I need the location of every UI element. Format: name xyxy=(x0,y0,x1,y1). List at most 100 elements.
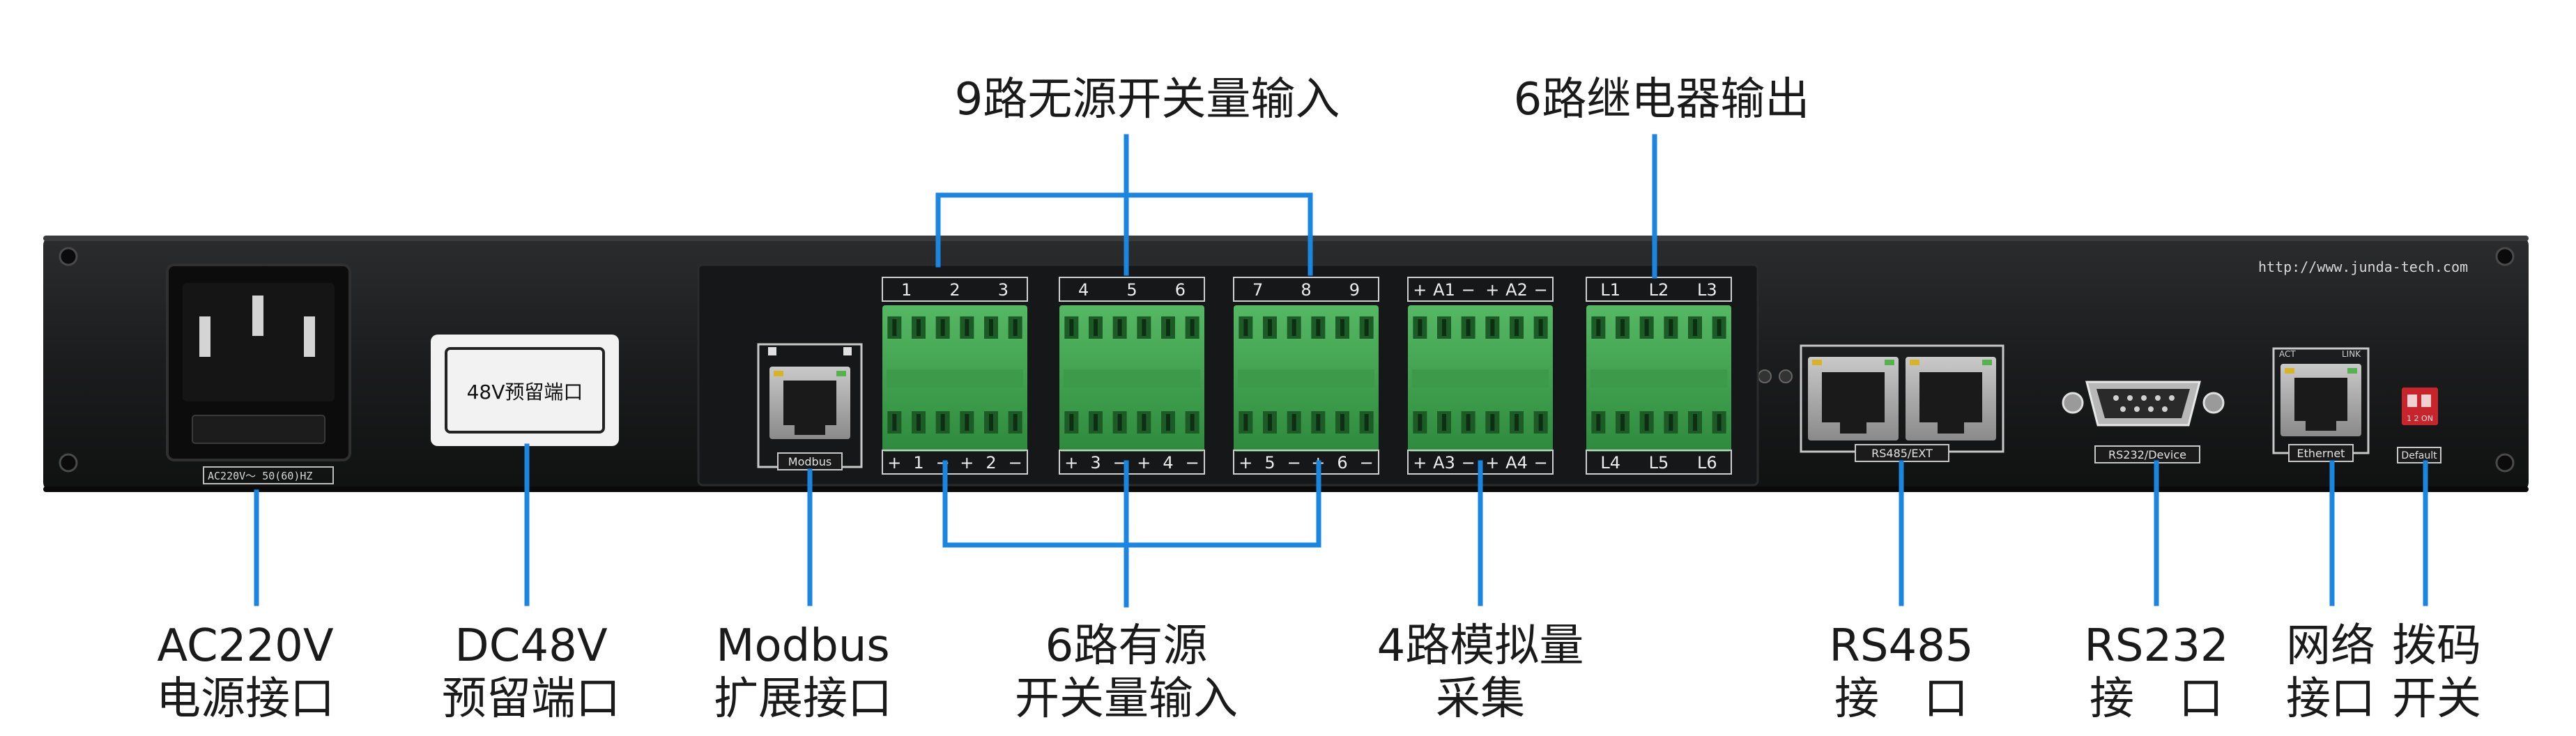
terminal-screw-slot xyxy=(940,319,945,336)
label-analog-l1: 4路模拟量 xyxy=(1377,620,1584,672)
terminal-screw-slot xyxy=(1693,414,1697,431)
terminal-label-frame xyxy=(882,277,1028,302)
ac-pin xyxy=(199,316,210,357)
terminal-screw-slot xyxy=(1316,414,1321,431)
label-rs485-l1: RS485 xyxy=(1829,620,1973,672)
terminal-label: A2 xyxy=(1505,280,1528,300)
dip-switch-text: 1 2 ON xyxy=(2407,414,2433,423)
label-modbus-l2: 扩展接口 xyxy=(714,673,892,725)
terminal-screw-slot xyxy=(1442,319,1446,336)
terminal-screw-slot xyxy=(1291,414,1296,431)
terminal-label: + xyxy=(1137,453,1151,473)
terminal-label: L1 xyxy=(1600,280,1620,300)
terminal-screw-slot xyxy=(892,319,897,336)
ac-rating-label: AC220V～ 50(60)HZ xyxy=(208,470,312,482)
terminal-label: 6 xyxy=(1175,280,1186,300)
terminal-label-frame xyxy=(1586,277,1732,302)
terminal-label: A1 xyxy=(1433,280,1455,300)
screw-hole xyxy=(59,247,78,266)
led-icon xyxy=(843,347,852,355)
label-dc48v-l1: DC48V xyxy=(454,620,607,672)
terminal-label: + xyxy=(1239,453,1252,473)
terminal-label: A4 xyxy=(1505,453,1528,473)
terminal-screw-slot xyxy=(1013,319,1018,336)
dip-switch-label: Default xyxy=(2401,450,2437,461)
terminal-screw-slot xyxy=(1094,319,1098,336)
terminal-screw-slot xyxy=(1596,414,1601,431)
terminal-screw-slot xyxy=(1644,414,1649,431)
label-network-l1: 网络 xyxy=(2286,620,2375,672)
leader-lines xyxy=(254,134,2428,608)
modbus-port-label: Modbus xyxy=(788,455,831,468)
label-rs232-l2: 接 口 xyxy=(2090,673,2223,725)
terminal-screw-slot xyxy=(1243,414,1248,431)
terminal-screw-slot xyxy=(1515,319,1519,336)
terminal-screw-slot xyxy=(1490,319,1495,336)
terminal-label: + xyxy=(887,453,901,473)
terminal-screw-slot xyxy=(1620,319,1625,336)
terminal-label: 4 xyxy=(1163,453,1173,473)
ethernet-port-label: Ethernet xyxy=(2297,447,2345,460)
terminal-label: − xyxy=(1009,453,1022,473)
dc48v-sticker-text: 48V预留端口 xyxy=(467,381,583,404)
terminal-screw-slot xyxy=(917,319,921,336)
terminal-divider xyxy=(1590,369,1727,388)
terminal-screw-slot xyxy=(1538,319,1543,336)
terminal-label-frame xyxy=(1233,450,1379,475)
terminal-screw-slot xyxy=(1268,414,1272,431)
terminal-screw-slot xyxy=(1316,319,1321,336)
terminal-screw-slot xyxy=(940,414,945,431)
terminal-screw-slot xyxy=(1117,414,1122,431)
label-passive-inputs: 9路无源开关量输入 xyxy=(955,74,1340,125)
terminal-screw-slots xyxy=(887,316,1727,434)
label-relay-outputs: 6路继电器输出 xyxy=(1514,74,1810,125)
terminal-label: + xyxy=(1485,453,1499,473)
terminal-label-frame xyxy=(1233,277,1379,302)
led-icon xyxy=(768,347,776,355)
terminal-label: 2 xyxy=(986,453,996,473)
terminal-label: − xyxy=(1534,280,1548,300)
terminal-label: L6 xyxy=(1697,453,1717,473)
label-dip-l1: 拨码 xyxy=(2392,620,2481,672)
terminal-divider xyxy=(1238,369,1374,388)
terminal-screw-slot xyxy=(1340,319,1344,336)
led-act-label: ACT xyxy=(2279,349,2296,359)
label-dip-l2: 开关 xyxy=(2392,673,2481,725)
bottom-labels: AC220V 电源接口 DC48V 预留端口 Modbus 扩展接口 6路有源 … xyxy=(156,620,2481,725)
label-modbus-l1: Modbus xyxy=(716,620,890,672)
terminal-label: − xyxy=(1186,453,1199,473)
terminal-divider xyxy=(1064,369,1200,388)
terminal-label: + xyxy=(1413,280,1427,300)
modbus-port: Modbus xyxy=(757,343,863,470)
terminal-screw-slot xyxy=(1364,319,1369,336)
terminal-screw-slot xyxy=(1418,414,1423,431)
terminal-screw-slot xyxy=(917,414,921,431)
terminal-label: L5 xyxy=(1649,453,1669,473)
rs232-port-label: RS232/Device xyxy=(2108,448,2186,461)
label-active-inputs-l2: 开关量输入 xyxy=(1015,673,1238,725)
terminal-label: 9 xyxy=(1349,280,1360,300)
rs485-port-label: RS485/EXT xyxy=(1871,447,1933,460)
terminal-label-frame xyxy=(1586,450,1732,475)
dc48v-reserved-port: 48V预留端口 xyxy=(431,335,619,446)
terminal-screw-slot xyxy=(1166,414,1170,431)
terminal-screw-slot xyxy=(1094,414,1098,431)
terminal-label: − xyxy=(1462,453,1475,473)
screw-icon xyxy=(1758,369,1772,383)
terminal-screw-slot xyxy=(1418,319,1423,336)
ac-pin xyxy=(252,296,263,336)
terminal-label: 2 xyxy=(949,280,960,300)
screw-icon xyxy=(2062,392,2084,414)
terminal-screw-slot xyxy=(1515,414,1519,431)
terminal-screw-slot xyxy=(1644,319,1649,336)
screw-icon xyxy=(2202,392,2225,414)
terminal-screw-slot xyxy=(1142,414,1147,431)
leader-active-inputs xyxy=(942,460,1321,548)
terminal-label: 5 xyxy=(1264,453,1275,473)
terminal-screw-slot xyxy=(1442,414,1446,431)
terminal-label-frame xyxy=(1407,277,1554,302)
terminal-label: + xyxy=(960,453,974,473)
